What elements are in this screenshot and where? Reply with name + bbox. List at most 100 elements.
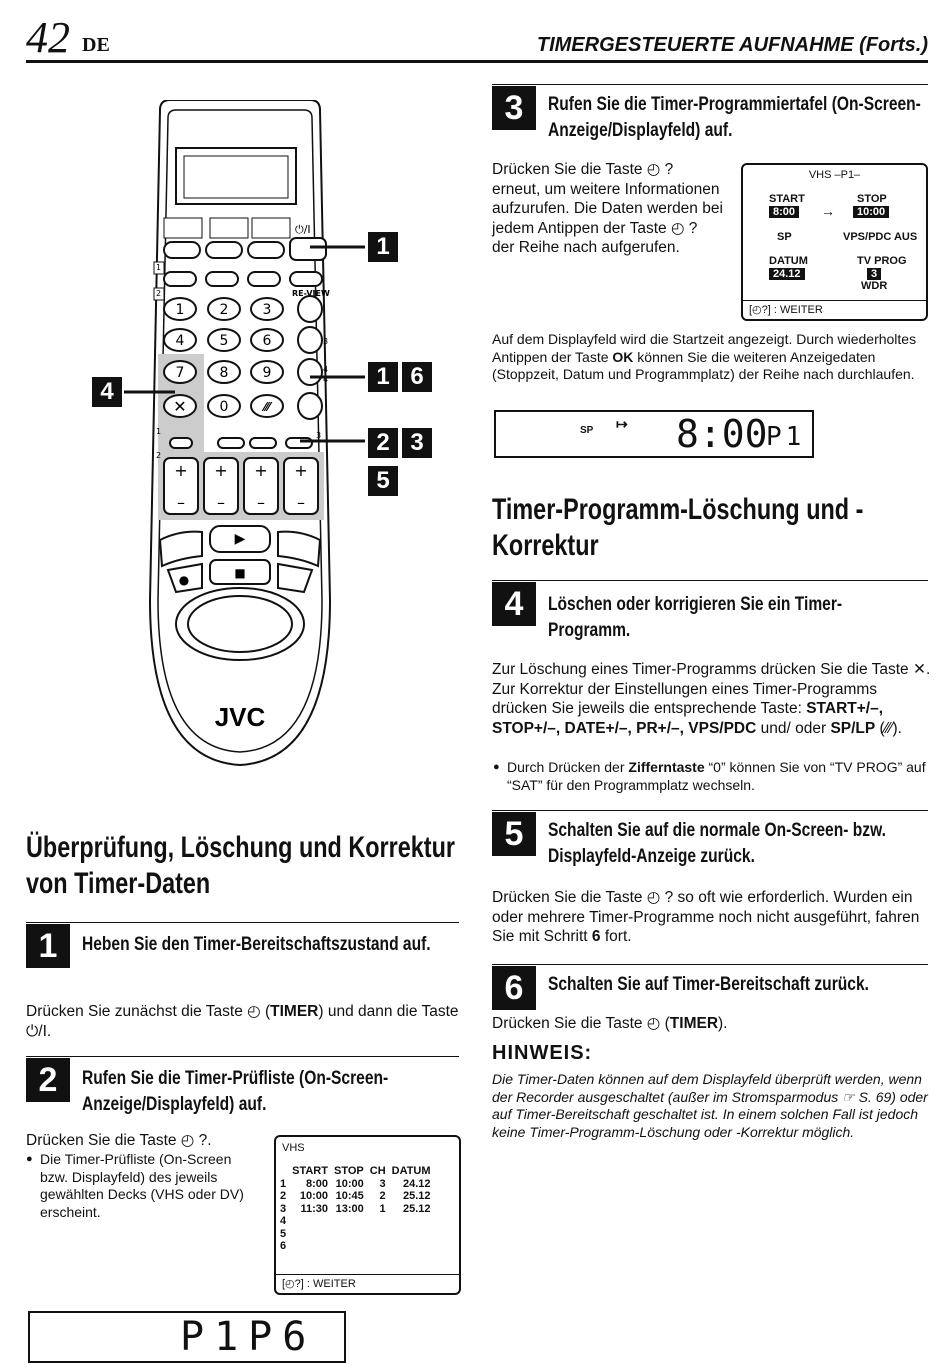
osd-title: VHS –P1–: [808, 169, 861, 181]
osd-datum-label: DATUM: [769, 255, 808, 267]
svg-text:▶: ▶: [235, 531, 246, 547]
remote-brand-logo: JVC: [215, 702, 266, 732]
svg-text:8: 8: [220, 365, 229, 381]
osd-checklist-title: VHS: [282, 1142, 305, 1154]
svg-text:+: +: [294, 461, 307, 480]
svg-text:●: ●: [179, 573, 189, 587]
step-2-heading: Rufen Sie die Timer-Prüfliste (On-Screen…: [82, 1068, 389, 1115]
callout-lines: [124, 245, 365, 443]
svg-text:⏻/I: ⏻/I: [295, 223, 311, 236]
lcd-prog: P1: [766, 422, 806, 452]
svg-text:■: ■: [234, 566, 245, 580]
svg-text:1: 1: [156, 263, 161, 272]
svg-text:3: 3: [263, 302, 272, 318]
section-heading-loeschung: Timer-Programm-Löschung und - Korrektur: [492, 493, 864, 562]
remote-label-4: 4: [92, 377, 122, 407]
step-1-text: Drücken Sie zunächst die Taste ◴ (TIMER)…: [26, 1003, 459, 1040]
table-row: 6: [280, 1240, 287, 1252]
svg-text:2: 2: [156, 289, 161, 298]
step-4-heading: Löschen oder korrigieren Sie ein Timer-P…: [548, 594, 843, 641]
remote-label-2: 2: [368, 428, 398, 458]
svg-text:1: 1: [156, 427, 161, 436]
running-title: TIMERGESTEUERTE AUFNAHME (Forts.): [536, 34, 928, 56]
svg-text:–: –: [177, 493, 185, 512]
review-label: RE-VIEW: [292, 289, 330, 298]
svg-text:1: 1: [176, 302, 185, 318]
osd-timer-program: VHS –P1– START 8:00 → STOP 10:00 SP VPS/…: [741, 163, 928, 321]
svg-text:4: 4: [323, 365, 328, 374]
remote-label-6: 6: [402, 362, 432, 392]
page-number: 42: [26, 13, 70, 62]
svg-text:9: 9: [263, 365, 272, 381]
svg-text:7: 7: [176, 365, 185, 381]
step-4-bullet: Durch Drücken der Zifferntaste “0” könne…: [493, 759, 927, 794]
svg-text:+: +: [214, 461, 227, 480]
osd-stop-value: 10:00: [853, 206, 890, 218]
hinweis-text: Die Timer-Daten können auf dem Displayfe…: [492, 1071, 928, 1140]
svg-text:3: 3: [316, 431, 321, 440]
section-heading-pruefung: Überprüfung, Löschung und Korrektur von …: [26, 831, 455, 900]
osd-vps: VPS/PDC AUS: [843, 231, 918, 243]
step-1-heading: Heben Sie den Timer-Bereitschaftszustand…: [82, 934, 431, 955]
remote-label-1: 1: [368, 232, 398, 262]
osd-datum-value: 24.12: [769, 268, 805, 280]
osd-start-value: 8:00: [769, 206, 800, 218]
osd-station: WDR: [861, 280, 888, 292]
table-row: 4: [280, 1215, 287, 1227]
step-6-heading: Schalten Sie auf Timer-Bereitschaft zurü…: [548, 974, 869, 995]
step-3-text-2: Auf dem Displayfeld wird die Startzeit a…: [492, 331, 917, 382]
svg-text:4: 4: [323, 375, 328, 384]
svg-text:0: 0: [220, 399, 229, 415]
step-6-text: Drücken Sie die Taste ◴ (TIMER).: [492, 1015, 728, 1032]
osd-tvprog-label: TV PROG: [857, 255, 907, 267]
svg-text:3: 3: [323, 337, 328, 346]
svg-text:✕: ✕: [173, 397, 186, 416]
osd-tvprog-value: 3: [867, 268, 882, 280]
remote-label-3: 3: [402, 428, 432, 458]
svg-text:4: 4: [176, 333, 185, 349]
lcd-time: 8:00: [676, 412, 768, 456]
step-3-heading: Rufen Sie die Timer-Programmiertafel (On…: [548, 94, 921, 141]
svg-text:6: 6: [263, 333, 272, 349]
step-2-number: 2: [26, 1058, 70, 1102]
osd-arrow-icon: →: [821, 203, 835, 219]
svg-text:–: –: [257, 493, 265, 512]
hinweis-title: HINWEIS:: [492, 1042, 593, 1064]
step-1-number: 1: [26, 924, 70, 968]
step-4-text: Zur Löschung eines Timer-Programms drück…: [492, 661, 931, 737]
display-panel-checklist: P1P6: [28, 1311, 346, 1363]
svg-text:2: 2: [156, 451, 161, 460]
lcd-checklist: P1P6: [180, 1314, 317, 1360]
step-4-number: 4: [492, 582, 536, 626]
osd-checklist-footer: [◴?] : WEITER: [276, 1274, 459, 1293]
remote-label-1b: 1: [368, 362, 398, 392]
lcd-timer-icon: ↦: [616, 416, 628, 432]
svg-text:–: –: [217, 493, 225, 512]
osd-start-label: START: [769, 193, 805, 205]
remote-label-5: 5: [368, 466, 398, 496]
remote-control-illustration: ⏻/I RE-VIEW 1 2 3 4 5 6 7 8 9 ✕ 0 ⁄⁄⁄ ++…: [148, 100, 332, 767]
svg-text:+: +: [174, 461, 187, 480]
display-panel-start: SP ↦ 8:00 P1: [494, 410, 814, 458]
step-5-text: Drücken Sie die Taste ◴ ? so oft wie erf…: [492, 889, 920, 945]
step-5-number: 5: [492, 812, 536, 856]
lcd-sp: SP: [580, 425, 594, 436]
table-row: 5: [280, 1227, 287, 1240]
header-rule: [26, 60, 928, 63]
osd-sp: SP: [777, 231, 792, 243]
svg-text:+: +: [254, 461, 267, 480]
step-6-number: 6: [492, 966, 536, 1010]
step-2-text: Drücken Sie die Taste ◴ ?.: [26, 1132, 212, 1149]
svg-text:–: –: [297, 493, 305, 512]
osd-stop-label: STOP: [857, 193, 887, 205]
osd-footer: [◴?] : WEITER: [743, 300, 926, 319]
svg-text:2: 2: [220, 302, 229, 318]
step-3-text: Drücken Sie die Taste ◴ ? erneut, um wei…: [492, 161, 723, 256]
step-3-number: 3: [492, 86, 536, 130]
step-5-heading: Schalten Sie auf die normale On-Screen- …: [548, 820, 886, 867]
